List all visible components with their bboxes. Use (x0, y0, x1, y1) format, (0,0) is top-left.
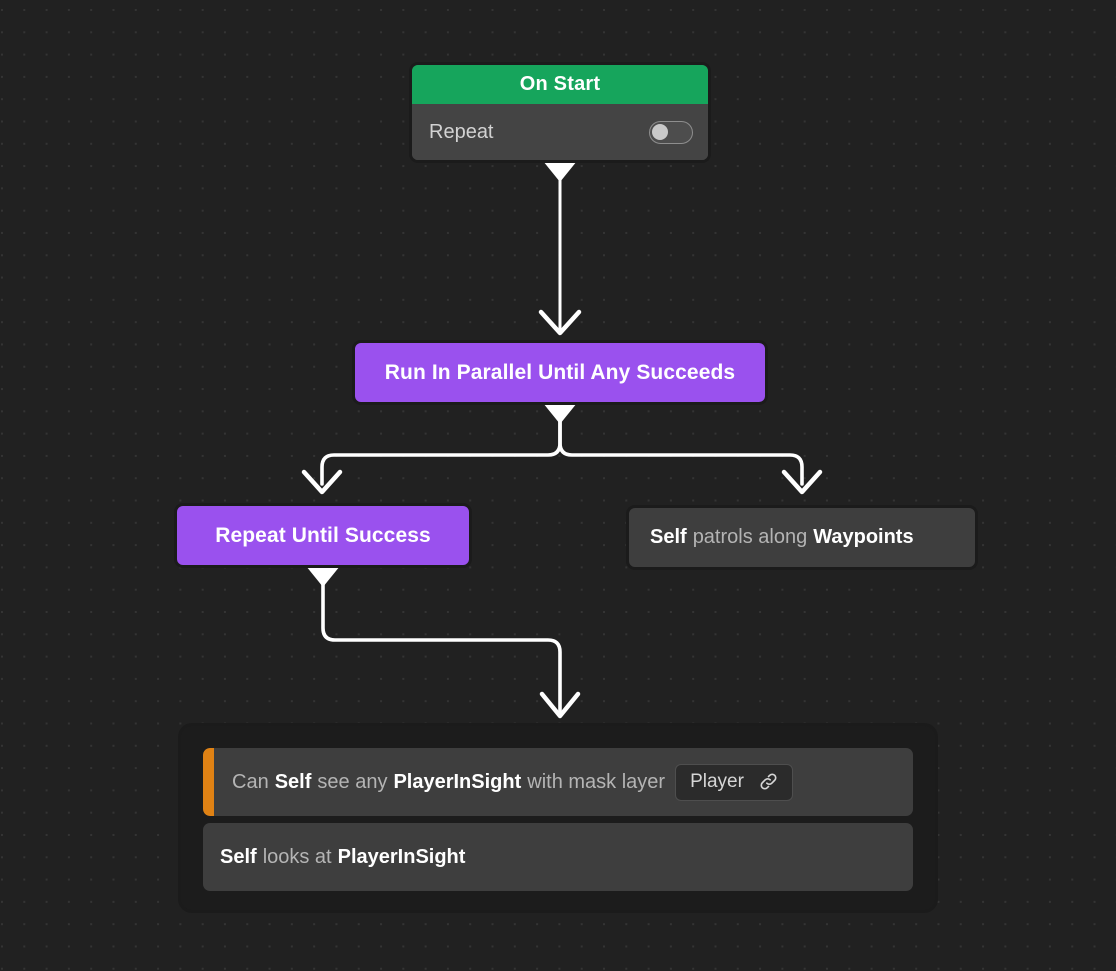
mask-layer-dropdown[interactable]: Player (675, 763, 793, 801)
node-repeat-until-success[interactable]: Repeat Until Success (174, 503, 472, 568)
look-token-0: Self (220, 845, 257, 868)
condition-token-3: PlayerInSight (393, 770, 522, 793)
connector-parallel-split (301, 403, 823, 495)
mask-layer-dropdown-value: Player (690, 770, 744, 792)
node-on-start-body: Repeat (412, 104, 708, 160)
condition-token-0: Can (232, 770, 269, 793)
toggle-knob (652, 123, 668, 140)
connector-repeat-to-sequence (306, 566, 581, 719)
node-repeat-until-success-title: Repeat Until Success (215, 523, 431, 547)
look-token-1: looks at (262, 845, 332, 868)
repeat-property-label: Repeat (429, 120, 494, 143)
row-accent-bar (203, 748, 214, 816)
patrol-token-1: patrols along (692, 526, 808, 548)
connector-onstart-to-parallel (538, 161, 582, 336)
node-run-in-parallel-title: Run In Parallel Until Any Succeeds (384, 360, 736, 384)
condition-token-1: Self (274, 770, 312, 793)
condition-token-4: with mask layer (527, 770, 666, 793)
patrol-token-0: Self (650, 526, 687, 548)
node-run-in-parallel[interactable]: Run In Parallel Until Any Succeeds (352, 340, 768, 405)
node-on-start[interactable]: On Start Repeat (409, 62, 711, 163)
look-token-2: PlayerInSight (337, 845, 466, 868)
link-icon[interactable] (758, 771, 779, 792)
patrol-token-2: Waypoints (813, 526, 914, 548)
condition-token-2: see any (317, 770, 388, 793)
node-on-start-title: On Start (412, 65, 708, 104)
repeat-toggle[interactable] (649, 120, 693, 144)
